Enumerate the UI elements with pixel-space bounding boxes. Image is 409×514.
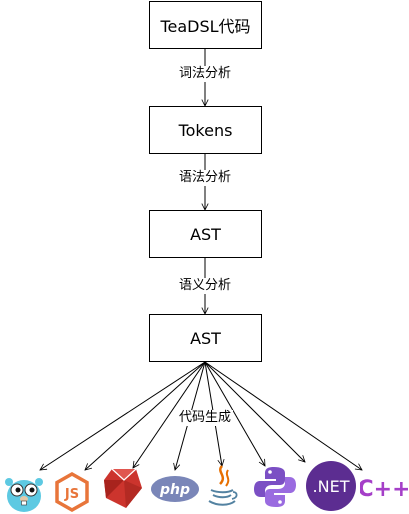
svg-text:JS: JS [64,487,79,502]
label-lexical-analysis: 词法分析 [176,66,234,82]
nodejs-icon: JS [55,472,89,512]
php-icon: php [151,476,199,502]
java-icon [208,465,238,506]
arrow-to-dotnet [204,361,305,462]
dotnet-text: .NET [313,477,350,496]
cpp-text: C++ [360,477,408,502]
dotnet-icon: .NET [306,461,356,511]
label-semantic-analysis: 语义分析 [176,278,234,294]
ruby-icon [104,468,142,508]
arrow-to-cpp [204,361,362,470]
arrow-to-nodejs [85,361,206,470]
node-ast-parsed: AST [149,210,262,258]
cpp-icon: C++ [360,477,408,502]
arrow-to-go [40,361,206,470]
node-ast-analyzed: AST [149,314,262,362]
label-code-generation: 代码生成 [176,410,234,426]
codegen-arrows [40,361,362,470]
node-tokens: Tokens [149,106,262,154]
go-gopher-icon [5,478,43,512]
python-icon [254,467,296,507]
arrow-to-python [204,361,265,466]
label-syntax-analysis: 语法分析 [176,170,234,186]
node-source-code: TeaDSL代码 [149,1,262,49]
svg-text:php: php [159,482,190,498]
arrow-to-ruby [133,361,206,468]
